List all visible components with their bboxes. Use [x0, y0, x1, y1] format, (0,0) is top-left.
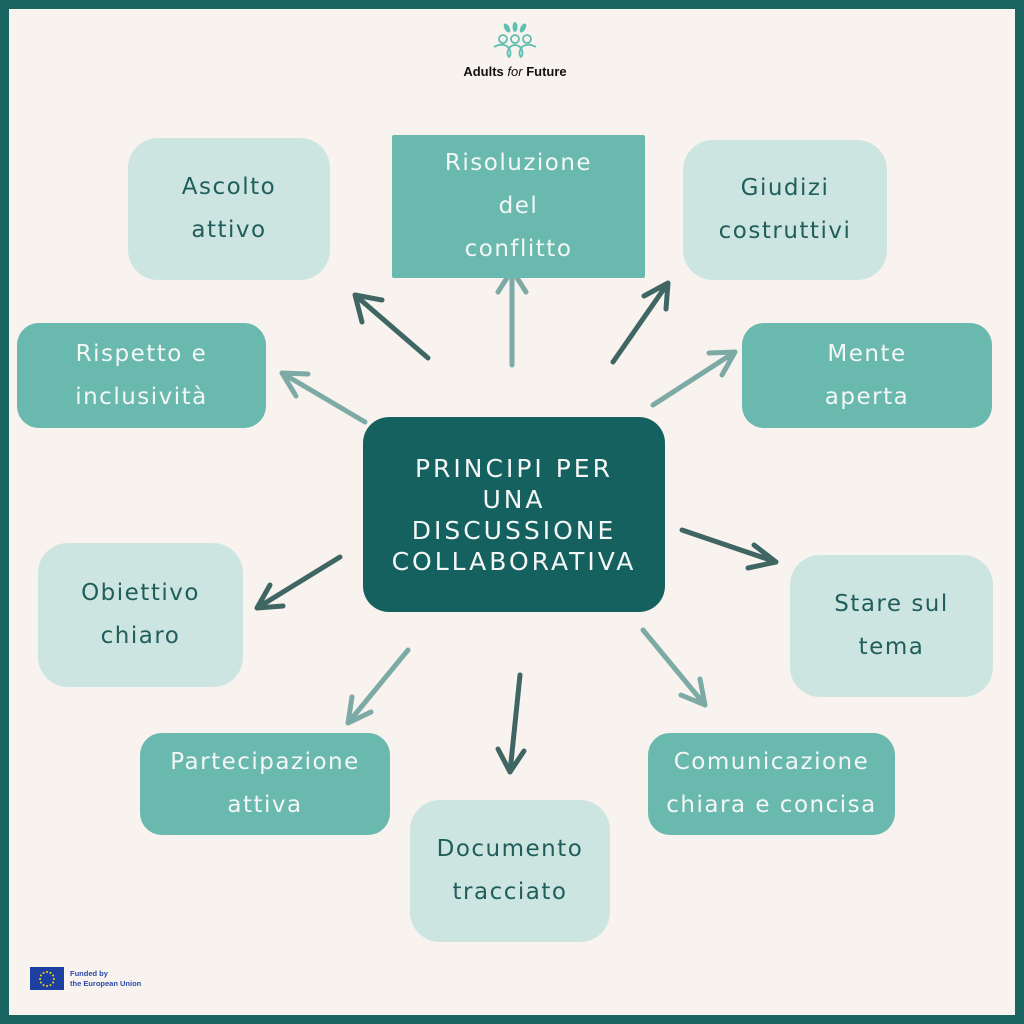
eu-funding: Funded by the European Union [30, 967, 141, 990]
principle-documento-tracciato: Documento tracciato [410, 800, 610, 942]
principle-obiettivo-chiaro: Obiettivo chiaro [38, 543, 243, 687]
eu-flag-icon [30, 967, 64, 990]
principle-comunicazione-chiara: Comunicazione chiara e concisa [648, 733, 895, 835]
center-title: PRINCIPI PER UNA DISCUSSIONE COLLABORATI… [363, 417, 665, 612]
arrow-giudizi [610, 280, 671, 365]
arrow-documento [495, 672, 527, 775]
arrow-stare [679, 527, 779, 571]
principle-partecipazione-attiva: Partecipazione attiva [140, 733, 390, 835]
arrow-risoluzione [495, 267, 529, 368]
principle-ascolto-attivo: Ascolto attivo [128, 138, 330, 280]
funding-text: Funded by the European Union [70, 968, 142, 988]
principle-rispetto-inclusivita: Rispetto e inclusività [17, 323, 266, 428]
arrow-ascolto [352, 292, 431, 361]
arrow-rispetto [279, 370, 368, 425]
principle-stare-sul-tema: Stare sul tema [790, 555, 993, 697]
people-leaves-icon [493, 22, 537, 59]
principle-giudizi-costruttivi: Giudizi costruttivi [683, 140, 887, 280]
principle-mente-aperta: Mente aperta [742, 323, 992, 428]
arrow-comunicazione [640, 627, 708, 708]
principle-risoluzione-conflitto: Risoluzione del conflitto [392, 135, 645, 278]
logo-text: Adults for Future [463, 64, 567, 79]
arrow-obiettivo [254, 554, 343, 611]
logo: Adults for Future [440, 22, 590, 79]
arrow-mente [650, 349, 738, 408]
arrow-partecipazione [345, 647, 411, 726]
